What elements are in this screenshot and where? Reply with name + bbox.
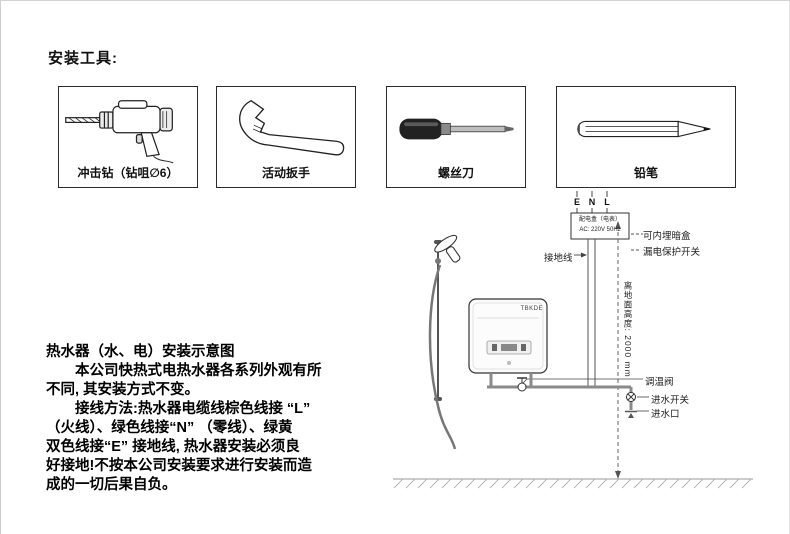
temp-valve-symbol xyxy=(517,377,527,392)
tool-label-impact-drill: 冲击钻（钻咀∅6） xyxy=(77,166,179,180)
heater-unit xyxy=(468,298,548,374)
label-height-from-ground: 离地面高度: 2000 mm xyxy=(623,281,633,378)
installation-diagram-art xyxy=(393,191,753,489)
description-line: 接线方法:热水器电缆线棕色线接 “L” xyxy=(46,401,311,417)
description-line: （火线）、绿色线接“N” （零线）、绿黄 xyxy=(46,420,293,436)
tool-box-wrench: 活动扳手 xyxy=(216,86,356,188)
label-leakage-switch: 漏电保护开关 xyxy=(643,247,701,258)
description-title: 热水器（水、电）安装示意图 xyxy=(46,344,235,360)
wire-label-e: E xyxy=(573,197,580,207)
description-line: 好接地!不按本公司安装要求进行安装而造 xyxy=(46,458,312,474)
tool-label-pencil: 铅笔 xyxy=(633,166,658,180)
shower-set xyxy=(428,234,461,450)
label-ground-wire: 接地线 xyxy=(544,253,573,264)
wire-label-n: N xyxy=(588,197,596,207)
tool-label-screwdriver: 螺丝刀 xyxy=(437,166,474,180)
conduit xyxy=(587,239,596,387)
power-box-line2: AC: 220V 50Hz xyxy=(579,226,621,233)
power-box-line1: 配电盒（电表） xyxy=(578,217,621,223)
page-title: 安装工具: xyxy=(48,50,118,67)
dimension-line xyxy=(615,221,621,479)
description-line: 本公司快热式电热水器各系列外观有所 xyxy=(46,363,322,379)
heater-brand-logo: TBKDE xyxy=(520,306,543,312)
impact-drill-icon xyxy=(65,100,174,164)
label-water-inlet: 进水口 xyxy=(651,409,680,420)
tool-label-wrench: 活动扳手 xyxy=(261,166,310,180)
power-box-label: 配电盒（电表） AC: 220V 50Hz xyxy=(572,216,628,235)
label-hidden-box: 可内埋暗盒 xyxy=(643,231,691,242)
inlet-opening-symbol xyxy=(625,410,637,418)
tool-box-impact-drill: 冲击钻（钻咀∅6） xyxy=(58,86,198,188)
pencil-icon xyxy=(577,120,711,138)
description-line: 不同, 其安装方式不变。 xyxy=(46,382,200,398)
screwdriver-icon xyxy=(399,118,514,140)
label-water-switch: 进水开关 xyxy=(651,395,690,406)
ground-hatching xyxy=(393,478,753,489)
wire-stubs xyxy=(576,191,608,213)
description-line: 双色线接“E” 接地线, 热水器安装必须良 xyxy=(46,439,300,455)
wire-label-l: L xyxy=(604,197,610,207)
description-line: 成的一切后果自负。 xyxy=(46,477,177,493)
installation-diagram: E N L 配电盒（电表） AC: 220V 50Hz 可内埋暗盒 漏电保护开关… xyxy=(391,191,771,521)
label-temp-valve: 调温阀 xyxy=(645,377,674,388)
tool-box-pencil: 铅笔 xyxy=(556,86,736,188)
inlet-switch-symbol xyxy=(626,392,636,402)
description-block: 热水器（水、电）安装示意图 本公司快热式电热水器各系列外观有所 不同, 其安装方… xyxy=(46,343,402,495)
tool-box-screwdriver: 螺丝刀 xyxy=(386,86,526,188)
pipes xyxy=(487,373,633,410)
adjustable-wrench-icon xyxy=(239,99,345,156)
